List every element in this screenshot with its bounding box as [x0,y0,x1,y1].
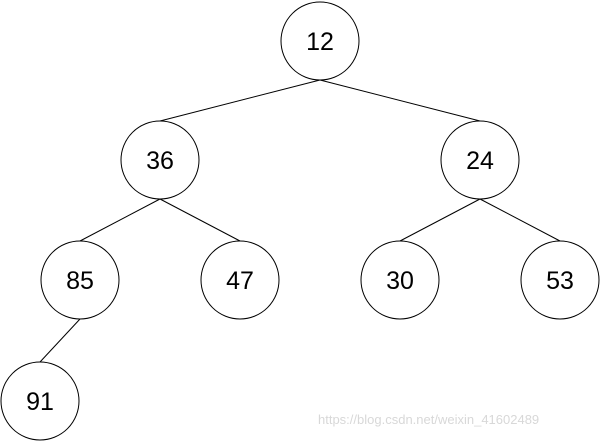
tree-edge-n36-n47 [159,198,241,242]
tree-edge-n12-n36 [159,79,321,122]
tree-node-label: 53 [546,267,574,295]
tree-node-47: 47 [200,240,280,320]
tree-node-label: 12 [306,28,334,56]
tree-node-24: 24 [440,120,520,200]
tree-node-circle [440,120,520,200]
tree-node-label: 24 [466,147,494,175]
tree-node-36: 36 [120,120,200,200]
tree-node-53: 53 [520,240,600,320]
tree-node-circle [120,120,200,200]
tree-node-label: 36 [146,147,174,175]
tree-edge-n24-n53 [479,198,561,242]
tree-node-91: 91 [0,361,80,441]
tree-node-85: 85 [40,240,120,320]
tree-edge-n24-n30 [399,198,481,242]
tree-node-label: 47 [226,267,254,295]
tree-node-circle [360,240,440,320]
tree-edge-n36-n85 [79,198,161,242]
tree-edge-n12-n24 [319,79,481,122]
tree-node-circle [280,1,360,81]
tree-node-label: 91 [26,388,54,416]
tree-node-circle [40,240,120,320]
tree-node-circle [0,361,80,441]
tree-edge-n85-n91 [39,318,81,363]
tree-node-label: 85 [66,267,94,295]
tree-node-circle [520,240,600,320]
watermark-text: https://blog.csdn.net/weixin_41602489 [318,412,540,427]
tree-node-30: 30 [360,240,440,320]
edges-layer [39,79,561,363]
tree-node-label: 30 [386,267,414,295]
tree-node-12: 12 [280,1,360,81]
tree-node-circle [200,240,280,320]
